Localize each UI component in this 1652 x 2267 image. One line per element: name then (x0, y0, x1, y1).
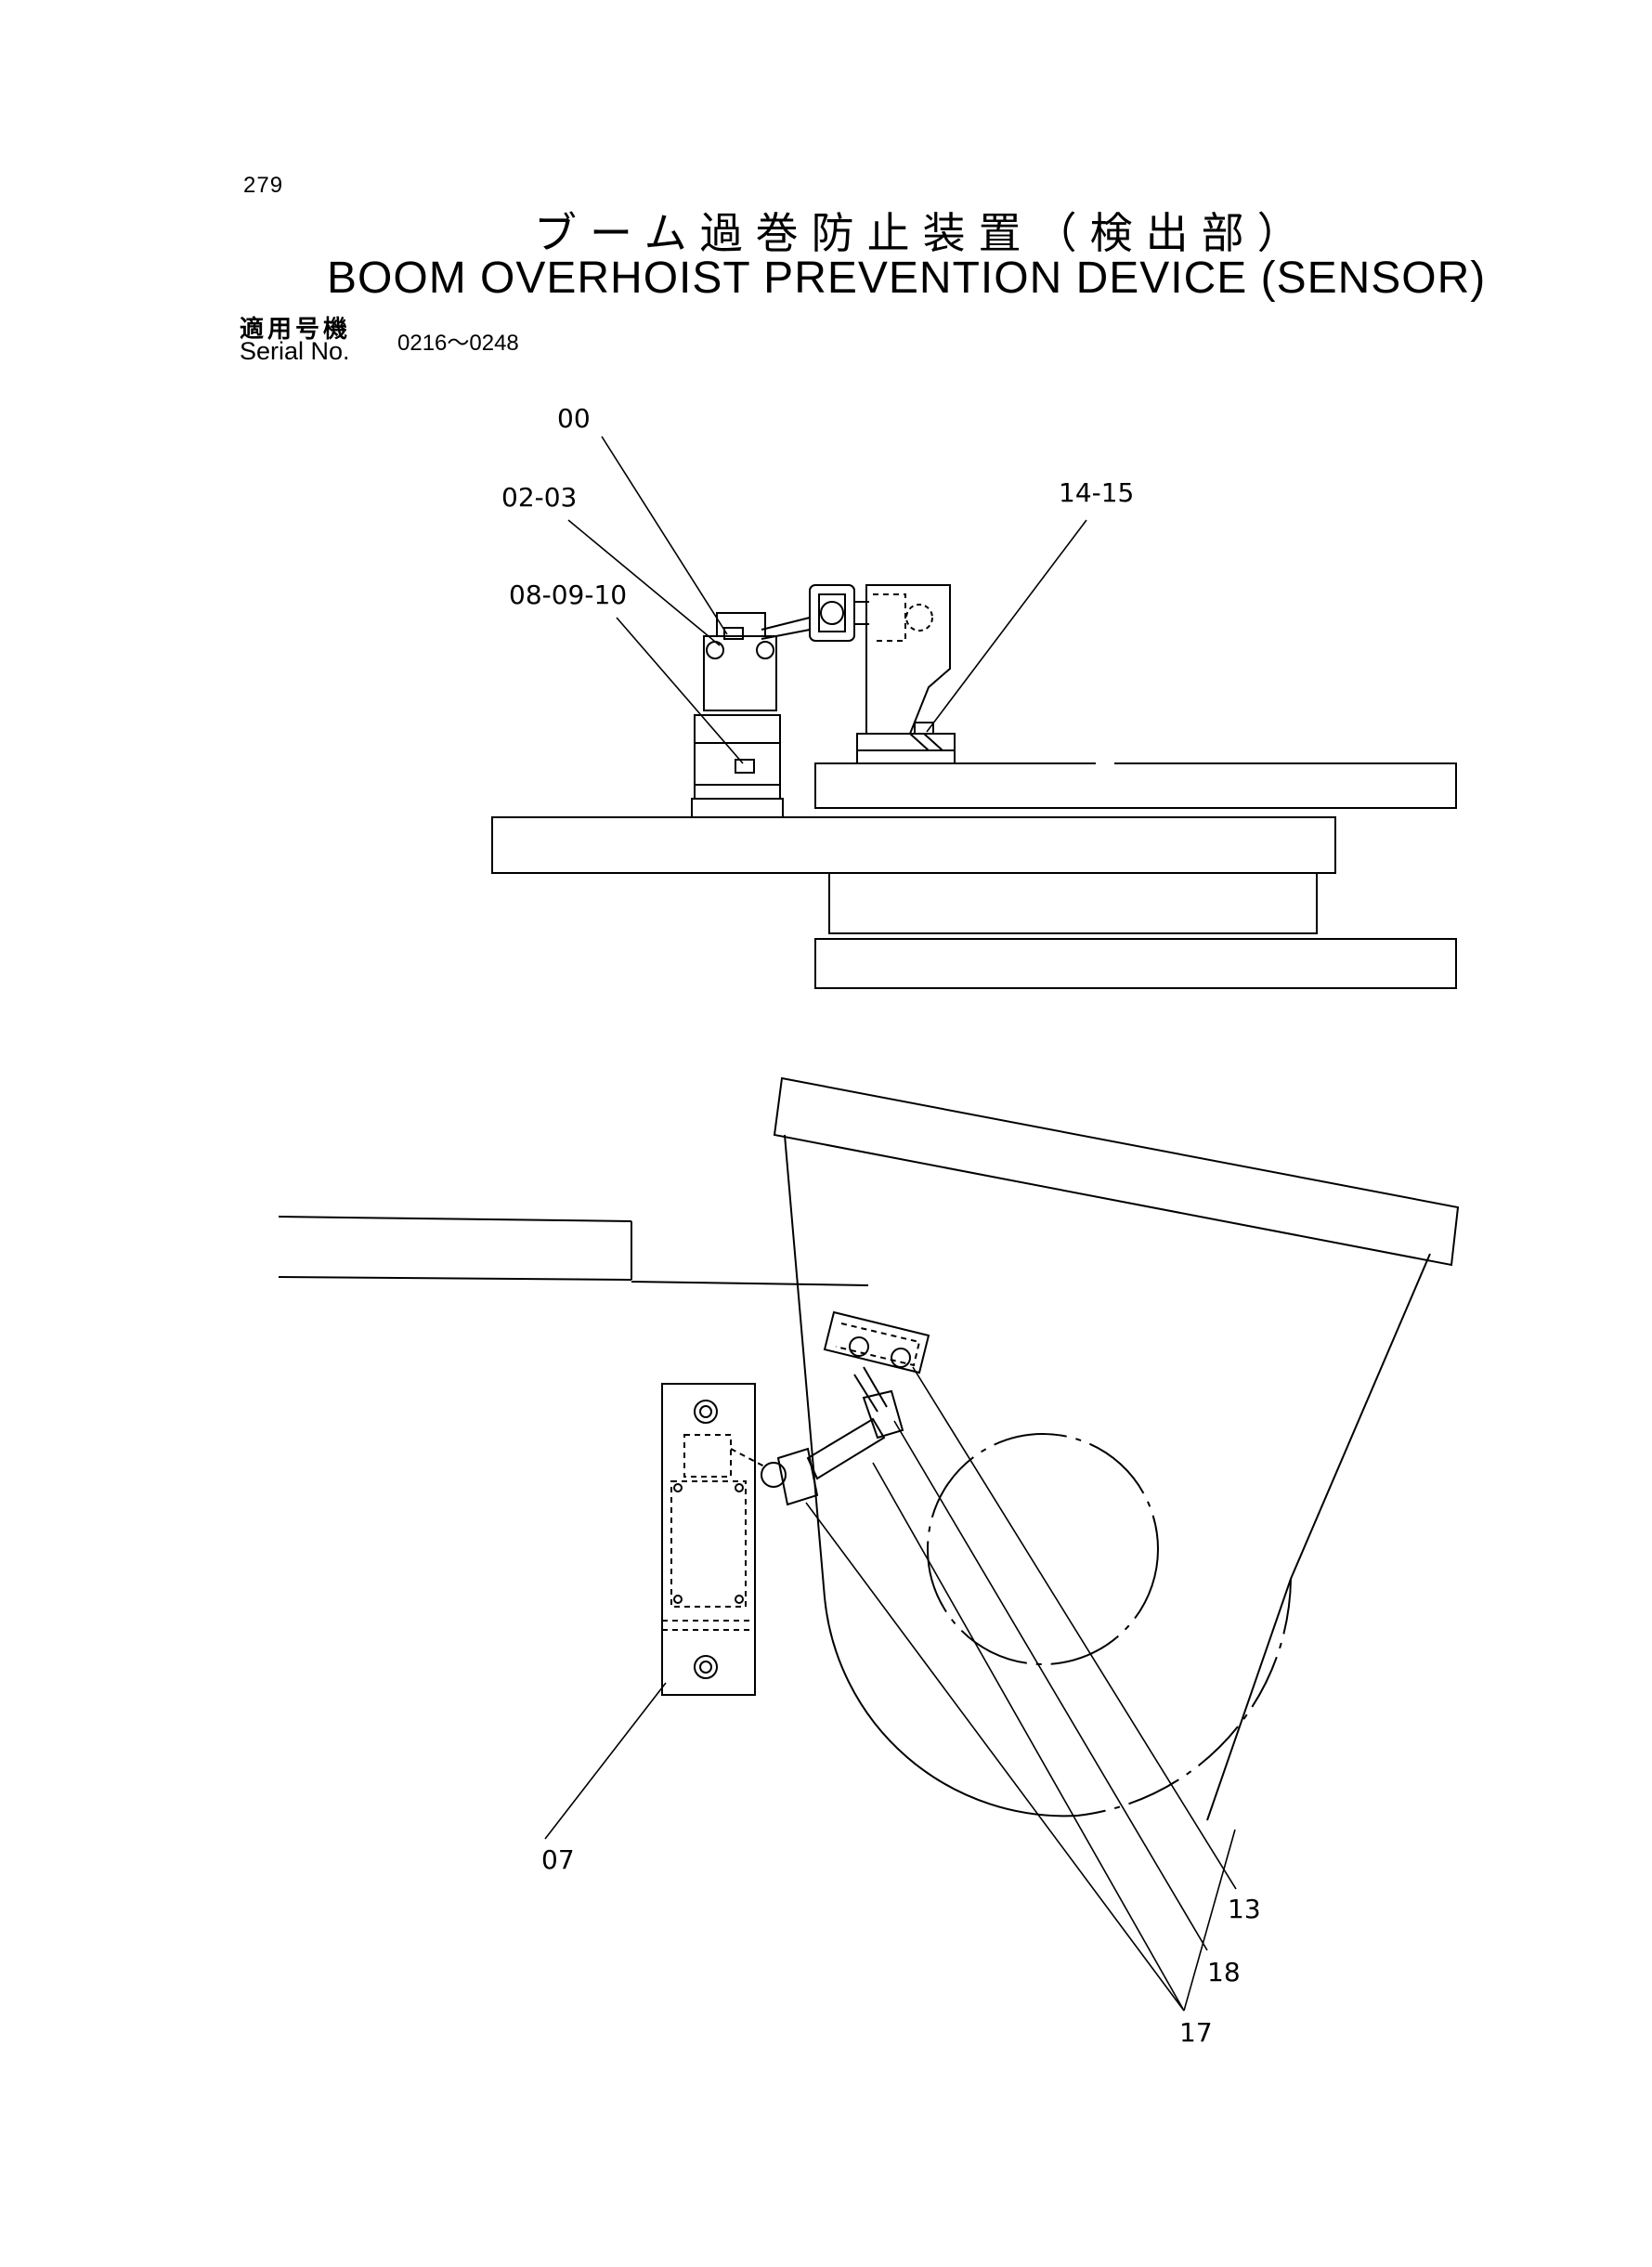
dog-bracket (856, 584, 956, 764)
roller-arm (730, 1366, 904, 1506)
switch-plate (661, 1383, 756, 1696)
boom-foot-pin (927, 1433, 1159, 1665)
side-view-assembly (491, 584, 1457, 989)
plan-view-assembly (278, 1076, 1460, 1821)
callout-14-15: 14-15 (1059, 477, 1134, 508)
base-plate-main (491, 816, 1336, 874)
page-number: 279 (243, 173, 284, 198)
leader-lines (544, 436, 1237, 2012)
boom-foot-outline (784, 1134, 1078, 1818)
dog-plate (823, 1310, 930, 1375)
callout-00: 00 (557, 403, 591, 434)
lever-arm (761, 584, 869, 642)
serial-label: Serial No. (240, 337, 350, 365)
callout-13: 13 (1228, 1894, 1261, 1924)
serial-range: 0216～0248 (397, 331, 519, 356)
callout-02-03: 02-03 (501, 482, 577, 513)
base-plate-lower-2 (814, 938, 1457, 989)
boom-top-plate (773, 1076, 1460, 1267)
callout-07: 07 (541, 1844, 575, 1875)
callout-18: 18 (1207, 1957, 1241, 1987)
callout-08-09-10: 08-09-10 (509, 580, 627, 610)
serial-label-japanese: 適用号機 (240, 316, 352, 344)
page-title: BOOM OVERHOIST PREVENTION DEVICE (SENSOR… (327, 254, 1487, 303)
base-plate-lower-1 (828, 872, 1318, 934)
base-plate-upper (814, 762, 1457, 809)
limit-switch (691, 612, 784, 818)
callout-17: 17 (1179, 2017, 1213, 2048)
page-title-japanese: ブーム過巻防止装置（検出部） (534, 208, 1313, 258)
